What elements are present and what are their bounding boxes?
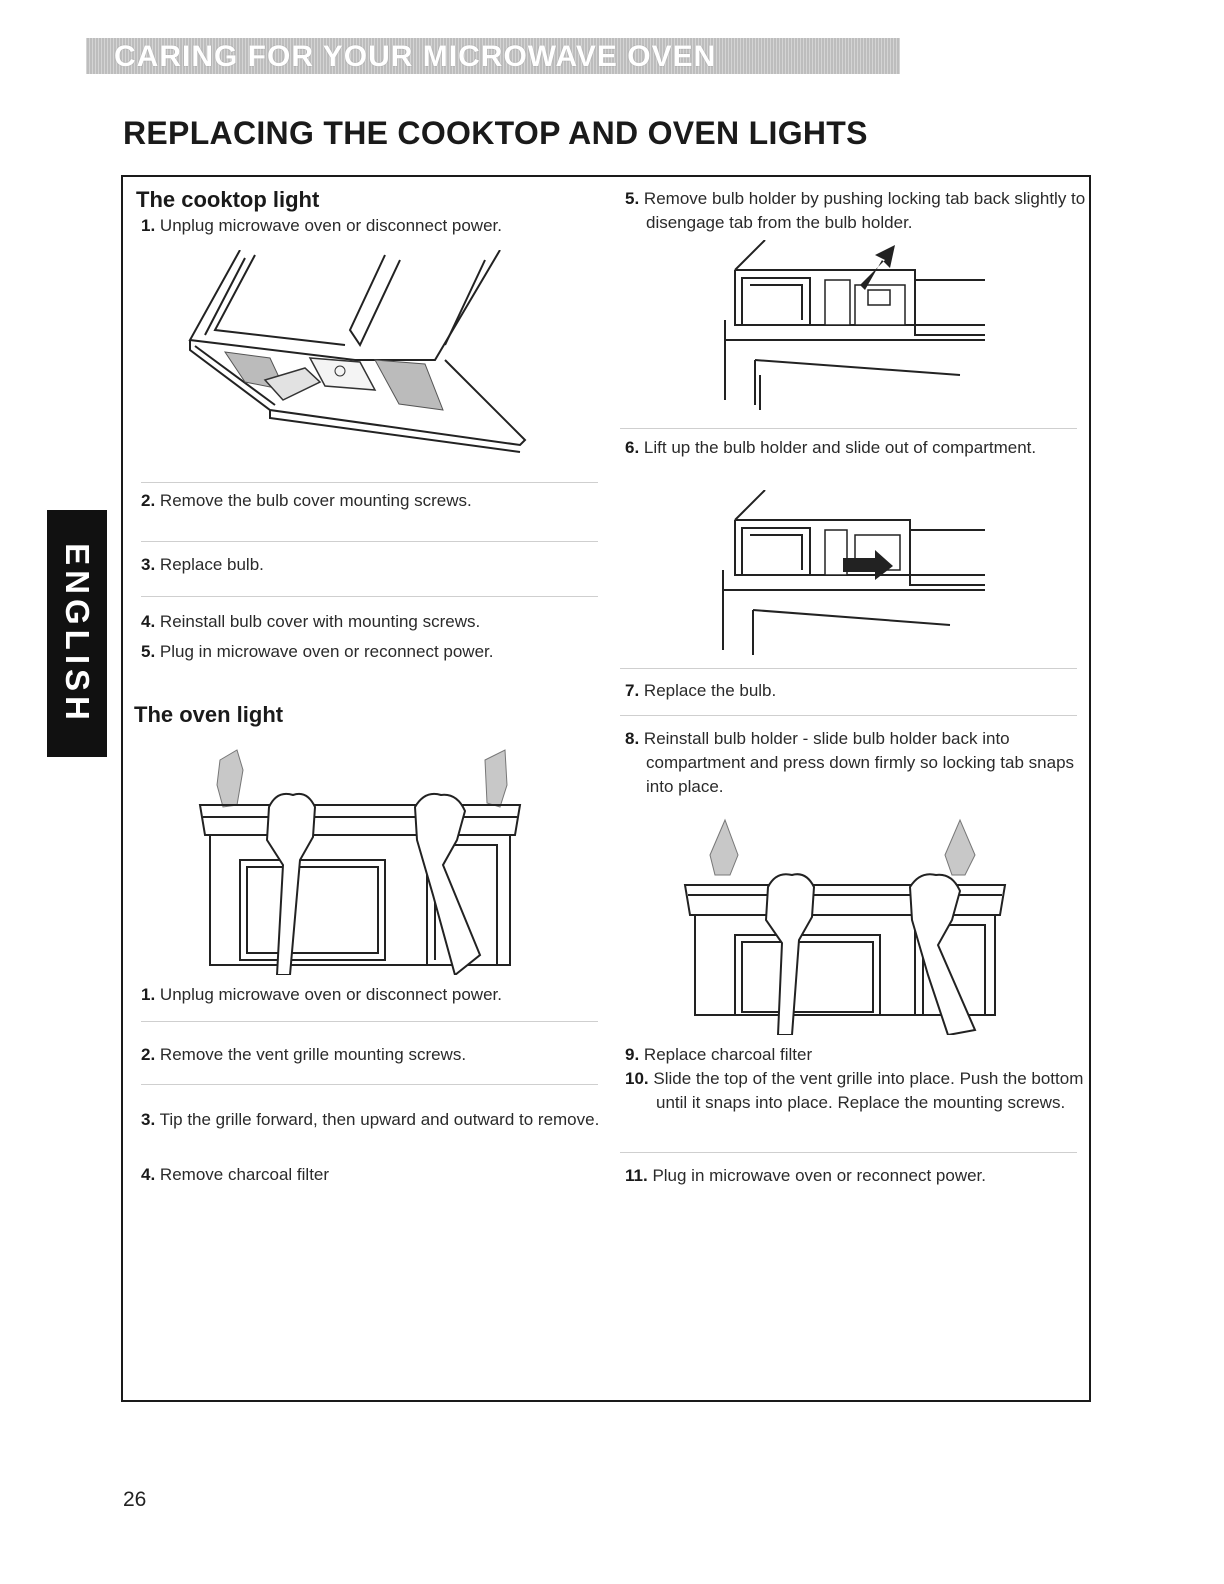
step-text: Replace the bulb. bbox=[643, 681, 777, 700]
step-text: Reinstall bulb holder - slide bulb holde… bbox=[643, 729, 1075, 796]
bulb-holder-tab-figure bbox=[724, 240, 985, 410]
step-number: 10. bbox=[625, 1069, 649, 1088]
step-text: Replace charcoal filter bbox=[643, 1045, 813, 1064]
step-text: Remove bulb holder by pushing locking ta… bbox=[643, 189, 1086, 232]
step-number: 5. bbox=[625, 189, 640, 208]
step-number: 6. bbox=[625, 438, 640, 457]
vent-grille-removal-figure bbox=[198, 749, 522, 975]
step-number: 2. bbox=[141, 1045, 156, 1064]
divider bbox=[141, 482, 598, 483]
step-number: 9. bbox=[625, 1045, 640, 1064]
step-number: 3. bbox=[141, 1110, 156, 1129]
step-text: Tip the grille forward, then upward and … bbox=[159, 1110, 600, 1129]
page-number: 26 bbox=[123, 1488, 147, 1511]
step-text: Remove the bulb cover mounting screws. bbox=[159, 491, 472, 510]
divider bbox=[620, 668, 1077, 669]
step-text: Remove charcoal filter bbox=[159, 1165, 330, 1184]
divider bbox=[620, 1152, 1077, 1153]
oven-step-1: 1. Unplug microwave oven or disconnect p… bbox=[141, 983, 612, 1007]
cooktop-step-4: 4. Reinstall bulb cover with mounting sc… bbox=[141, 610, 612, 634]
divider bbox=[141, 541, 598, 542]
step-text: Replace bulb. bbox=[159, 555, 264, 574]
step-number: 3. bbox=[141, 555, 156, 574]
step-text: Unplug microwave oven or disconnect powe… bbox=[159, 216, 502, 235]
step-text: Remove the vent grille mounting screws. bbox=[159, 1045, 467, 1064]
divider bbox=[620, 715, 1077, 716]
step-number: 11. bbox=[625, 1166, 648, 1185]
step-number: 4. bbox=[141, 612, 156, 631]
divider bbox=[141, 596, 598, 597]
right-step-10: 10. Slide the top of the vent grille int… bbox=[625, 1067, 1106, 1115]
language-side-tab: ENGLISH bbox=[47, 510, 107, 757]
step-text: Unplug microwave oven or disconnect powe… bbox=[159, 985, 502, 1004]
oven-step-3: 3. Tip the grille forward, then upward a… bbox=[141, 1108, 612, 1132]
language-tab-label: ENGLISH bbox=[59, 542, 96, 725]
cooktop-light-figure bbox=[188, 250, 527, 453]
section-banner: CARING FOR YOUR MICROWAVE OVEN bbox=[86, 38, 900, 74]
step-text: Plug in microwave oven or reconnect powe… bbox=[652, 1166, 986, 1185]
right-step-6: 6. Lift up the bulb holder and slide out… bbox=[625, 436, 1096, 460]
cooktop-step-5: 5. Plug in microwave oven or reconnect p… bbox=[141, 640, 612, 664]
right-step-11: 11. Plug in microwave oven or reconnect … bbox=[625, 1164, 1106, 1188]
step-text: Plug in microwave oven or reconnect powe… bbox=[159, 642, 494, 661]
banner-text: CARING FOR YOUR MICROWAVE OVEN bbox=[114, 40, 717, 73]
divider bbox=[141, 1021, 598, 1022]
cooktop-step-1: 1. Unplug microwave oven or disconnect p… bbox=[141, 214, 612, 238]
right-step-9: 9. Replace charcoal filter bbox=[625, 1043, 1096, 1067]
oven-step-2: 2. Remove the vent grille mounting screw… bbox=[141, 1043, 612, 1067]
step-number: 1. bbox=[141, 985, 156, 1004]
right-step-5: 5. Remove bulb holder by pushing locking… bbox=[625, 187, 1096, 235]
oven-light-heading: The oven light bbox=[134, 702, 284, 727]
step-number: 5. bbox=[141, 642, 156, 661]
page-title: REPLACING THE COOKTOP AND OVEN LIGHTS bbox=[123, 115, 868, 151]
vent-grille-reinstall-figure bbox=[683, 818, 1007, 1035]
step-number: 8. bbox=[625, 729, 640, 748]
oven-step-4: 4. Remove charcoal filter bbox=[141, 1163, 612, 1187]
cooktop-step-2: 2. Remove the bulb cover mounting screws… bbox=[141, 489, 612, 513]
right-step-8: 8. Reinstall bulb holder - slide bulb ho… bbox=[625, 727, 1096, 799]
divider bbox=[141, 1084, 598, 1085]
cooktop-light-heading: The cooktop light bbox=[136, 187, 320, 212]
step-number: 4. bbox=[141, 1165, 156, 1184]
step-number: 7. bbox=[625, 681, 640, 700]
bulb-holder-slide-figure bbox=[722, 490, 985, 655]
divider bbox=[620, 428, 1077, 429]
step-text: Lift up the bulb holder and slide out of… bbox=[643, 438, 1037, 457]
instructions-box bbox=[121, 175, 1091, 1402]
step-text: Reinstall bulb cover with mounting screw… bbox=[159, 612, 481, 631]
cooktop-step-3: 3. Replace bulb. bbox=[141, 553, 612, 577]
step-number: 1. bbox=[141, 216, 156, 235]
step-number: 2. bbox=[141, 491, 156, 510]
right-step-7: 7. Replace the bulb. bbox=[625, 679, 1096, 703]
step-text: Slide the top of the vent grille into pl… bbox=[653, 1069, 1084, 1112]
